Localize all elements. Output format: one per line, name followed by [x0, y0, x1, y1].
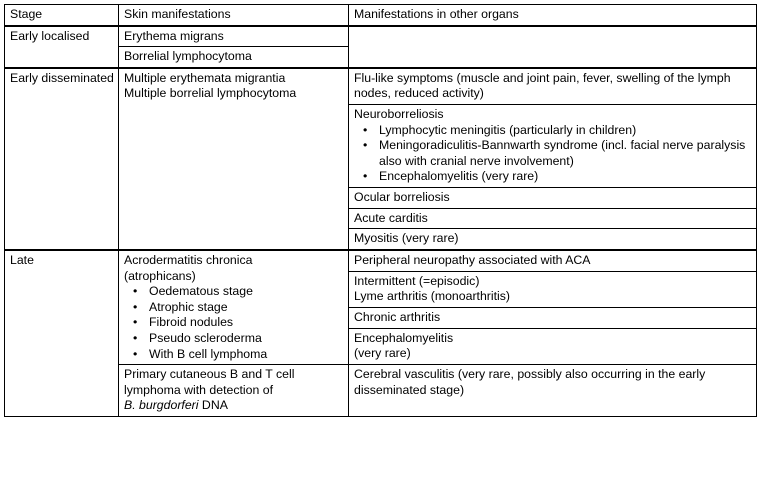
bullet-icon: •: [133, 284, 138, 299]
cell-line: lymphoma with detection of: [124, 382, 274, 397]
species-name: B. burgdorferi: [124, 398, 199, 413]
cell-line: Intermittent (=episodic): [354, 273, 480, 288]
cell-line: Chronic arthritis: [354, 310, 441, 325]
table-row: Encephalomyelitis (very rare): [5, 327, 757, 366]
organ-cell-peripheral-neuropathy: Peripheral neuropathy associated with AC…: [348, 248, 757, 272]
bullet-icon: •: [133, 299, 138, 314]
skin-cell-primary-cutaneous-lymphoma: Primary cutaneous B and T cell lymphoma …: [118, 364, 349, 418]
cell-line: Borrelial lymphocytoma: [124, 49, 252, 64]
organ-cell-empty-early-localised: [348, 24, 757, 69]
organ-cell-ocular-borreliosis: Ocular borreliosis: [348, 187, 757, 209]
table-row: Intermittent (=episodic) Lyme arthritis …: [5, 270, 757, 309]
cell-line: Ocular borreliosis: [354, 190, 450, 205]
list-item: • Oedematous stage: [124, 284, 344, 300]
organ-cell-flu-like-symptoms: Flu-like symptoms (muscle and joint pain…: [348, 66, 757, 106]
table-row: Neuroborreliosis • Lymphocytic meningitis…: [5, 104, 757, 189]
list-item-label: Pseudo scleroderma: [149, 330, 262, 345]
stage-label-late: Late: [4, 248, 119, 418]
organ-cell-myositis: Myositis (very rare): [348, 228, 757, 251]
list-item-label: Encephalomyelitis (very rare): [379, 169, 539, 184]
cell-line: Erythema migrans: [124, 28, 224, 43]
column-header-stage: Stage: [4, 3, 119, 27]
cell-line: Encephalomyelitis: [354, 330, 454, 345]
list-item: • With B cell lymphoma: [124, 347, 344, 363]
list-item-label: Oedematous stage: [149, 284, 253, 299]
table-row: Acute carditis: [5, 207, 757, 230]
list-item: • Pseudo scleroderma: [124, 331, 344, 347]
list-item: • Fibroid nodules: [124, 315, 344, 331]
cell-line: Multiple erythemata migrantia: [124, 70, 286, 85]
cell-line: (very rare): [354, 346, 411, 361]
neuroborreliosis-bullet-list: • Lymphocytic meningitis (particularly in…: [354, 123, 752, 185]
bullet-icon: •: [133, 315, 138, 330]
bullet-icon: •: [363, 122, 368, 137]
cell-line-species: B. burgdorferi DNA: [124, 398, 344, 414]
organ-cell-acute-carditis: Acute carditis: [348, 207, 757, 230]
cell-line: Peripheral neuropathy associated with AC…: [354, 252, 591, 267]
list-item-label: Meningoradiculitis-Bannwarth syndrome (i…: [379, 138, 746, 168]
list-item: • Lymphocytic meningitis (particularly in…: [354, 123, 752, 139]
cell-line: Acrodermatitis chronica: [124, 252, 253, 267]
acrodermatitis-bullet-list: • Oedematous stage • Atrophic stage • Fibro…: [124, 284, 344, 362]
list-item-label: Fibroid nodules: [149, 315, 234, 330]
bullet-icon: •: [363, 169, 368, 184]
skin-cell-multiple-erythemata: Multiple erythemata migrantia Multiple b…: [118, 66, 349, 251]
stage-label-early-localised: Early localised: [4, 24, 119, 69]
list-item: • Atrophic stage: [124, 300, 344, 316]
column-header-skin: Skin manifestations: [118, 3, 349, 27]
organ-cell-chronic-arthritis: Chronic arthritis: [348, 307, 757, 329]
skin-cell-borrelial-lymphocytoma: Borrelial lymphocytoma: [118, 46, 349, 69]
bullet-icon: •: [363, 138, 368, 153]
cell-line: Multiple borrelial lymphocytoma: [124, 86, 297, 101]
skin-cell-erythema-migrans: Erythema migrans: [118, 24, 349, 48]
stage-label-early-disseminated: Early disseminated: [4, 66, 119, 251]
cell-line: Myositis (very rare): [354, 231, 459, 246]
cell-line: Lyme arthritis (monoarthritis): [354, 289, 511, 304]
organ-cell-encephalomyelitis-late: Encephalomyelitis (very rare): [348, 327, 757, 366]
organ-cell-cerebral-vasculitis: Cerebral vasculitis (very rare, possibly…: [348, 364, 757, 418]
lyme-borreliosis-stage-table: Stage Skin manifestations Manifestations…: [4, 3, 757, 418]
list-item-label: Lymphocytic meningitis (particularly in …: [379, 122, 637, 137]
species-suffix: DNA: [198, 398, 228, 413]
bullet-icon: •: [133, 330, 138, 345]
table-row: Late Acrodermatitis chronica (atrophican…: [4, 248, 757, 418]
column-header-organs: Manifestations in other organs: [348, 3, 757, 27]
list-item-label: With B cell lymphoma: [149, 346, 268, 361]
cell-line: Neuroborreliosis: [354, 107, 444, 122]
table-row: Early disseminated Multiple erythemata m…: [4, 66, 757, 251]
list-item: • Meningoradiculitis-Bannwarth syndrome (…: [354, 138, 752, 169]
cell-line: Cerebral vasculitis (very rare, possibly…: [354, 367, 706, 397]
table-header-row: Stage Skin manifestations Manifestations…: [4, 3, 757, 27]
list-item: • Encephalomyelitis (very rare): [354, 169, 752, 185]
cell-line: (atrophicans): [124, 268, 196, 283]
cell-line: Acute carditis: [354, 210, 428, 225]
cell-line: Primary cutaneous B and T cell: [124, 367, 295, 382]
table-row: Primary cutaneous B and T cell lymphoma …: [5, 364, 757, 418]
bullet-icon: •: [133, 346, 138, 361]
organ-cell-intermittent-lyme-arthritis: Intermittent (=episodic) Lyme arthritis …: [348, 270, 757, 309]
table-row: Early localised Erythema migrans: [4, 24, 757, 69]
cell-line: Flu-like symptoms (muscle and joint pain…: [354, 70, 731, 101]
organ-cell-neuroborreliosis: Neuroborreliosis • Lymphocytic meningitis…: [348, 104, 757, 189]
skin-cell-acrodermatitis-chronica: Acrodermatitis chronica (atrophicans) • O…: [118, 248, 349, 366]
list-item-label: Atrophic stage: [149, 299, 228, 314]
